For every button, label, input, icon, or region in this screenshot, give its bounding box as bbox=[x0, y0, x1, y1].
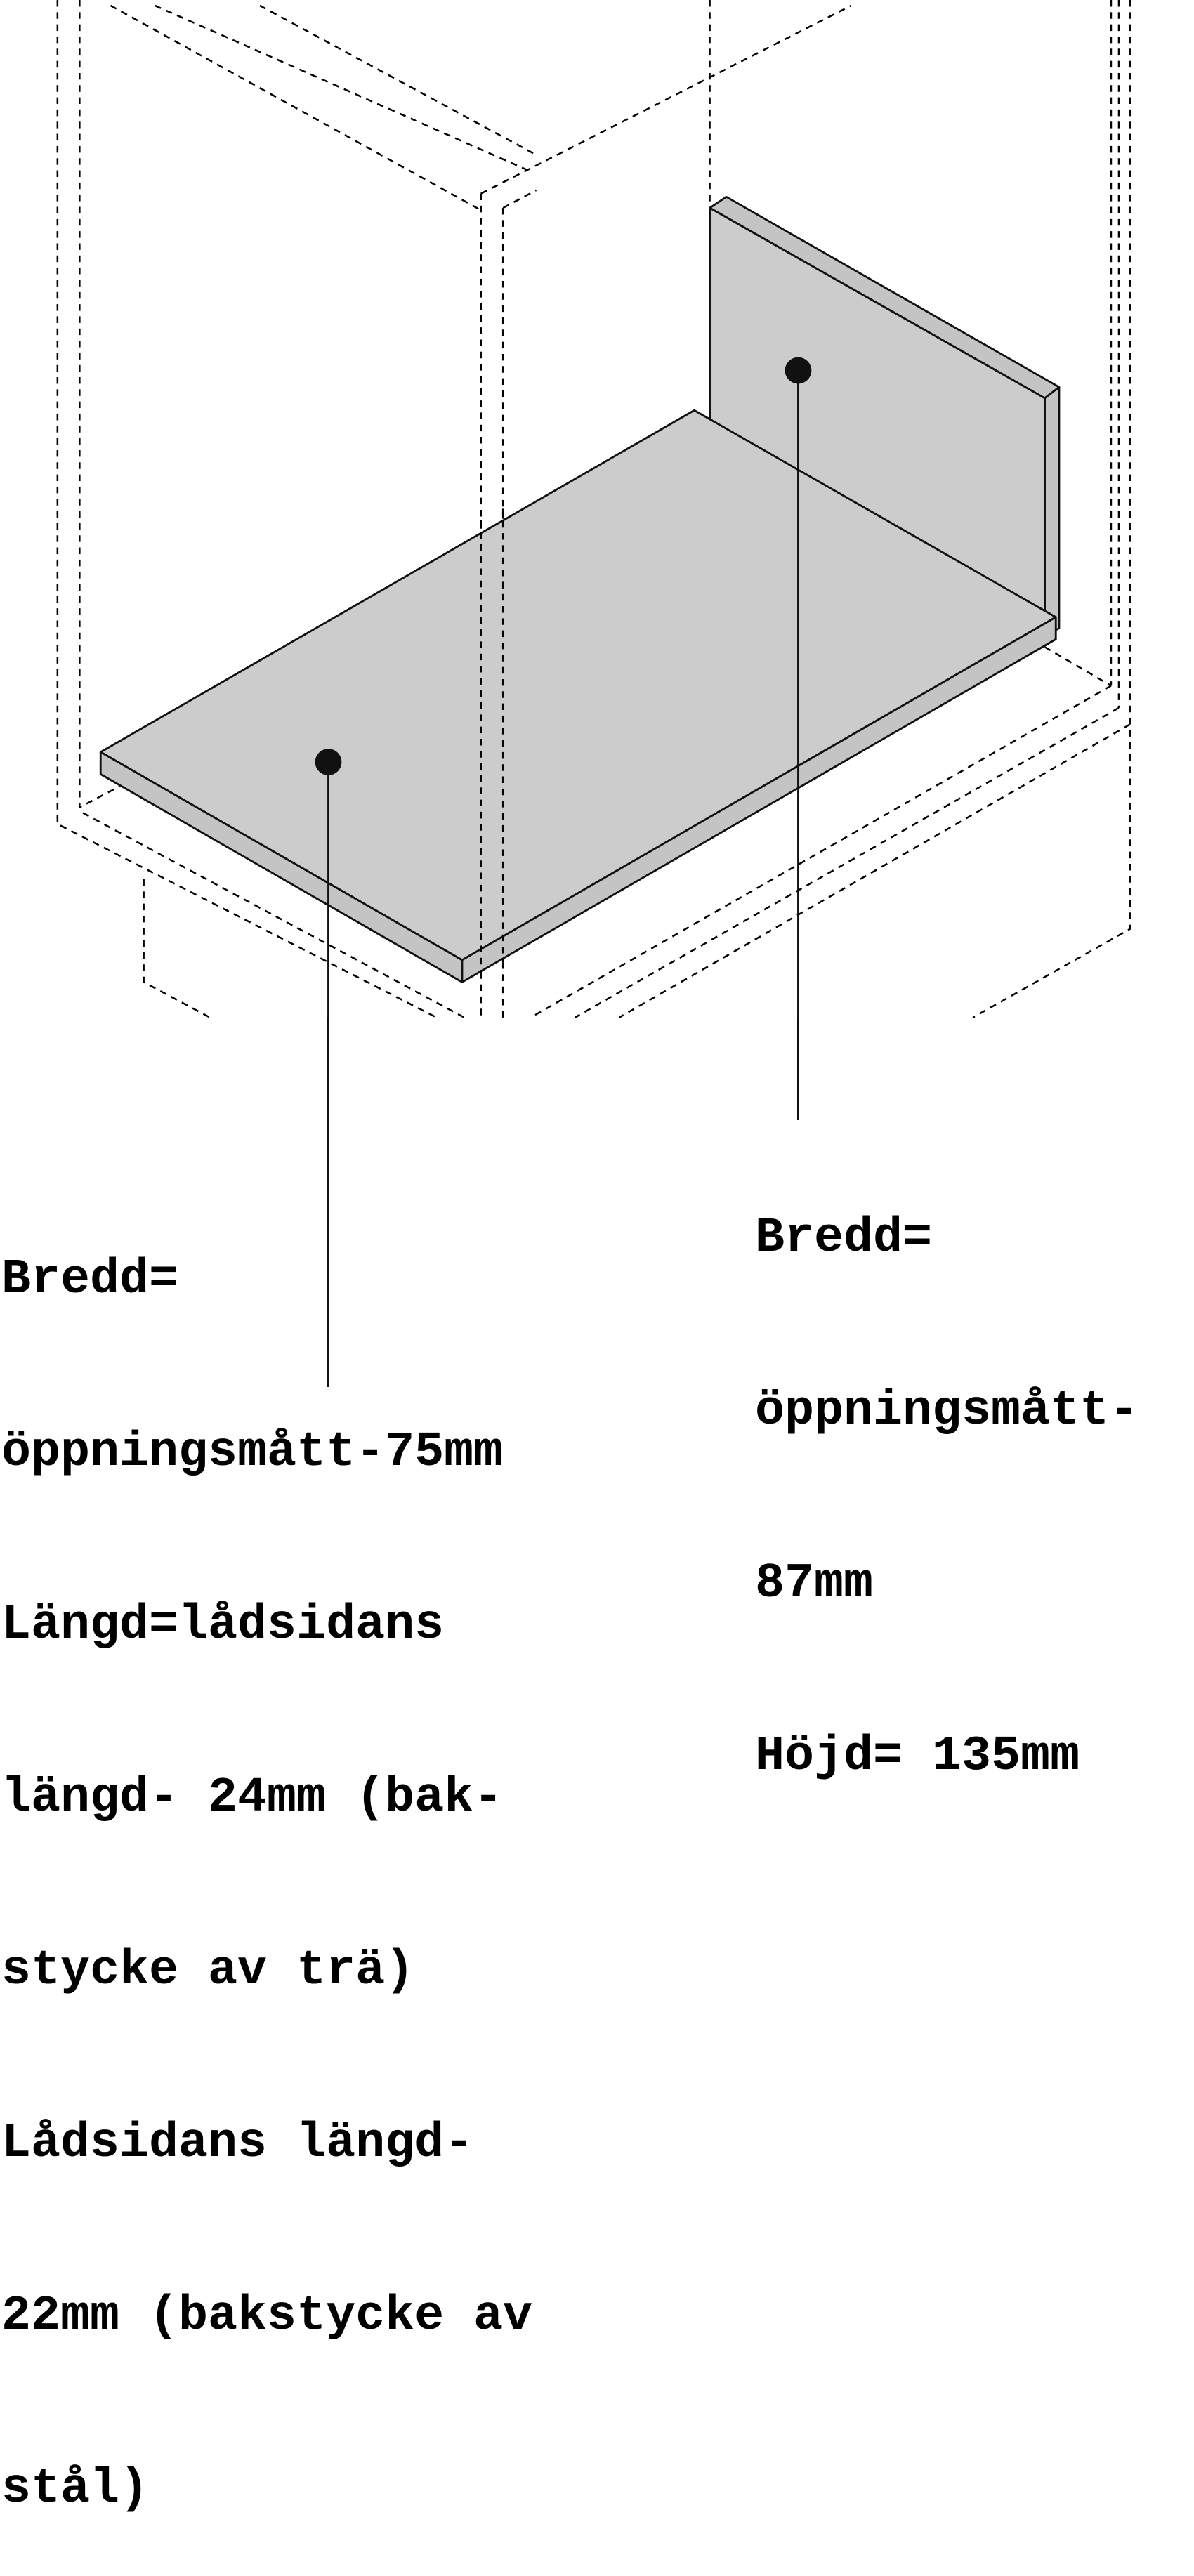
label-line: öppningsmått- bbox=[755, 1384, 1139, 1439]
label-line: Bredd= bbox=[1, 1252, 179, 1308]
leader-back-panel bbox=[785, 357, 812, 1020]
back-panel bbox=[709, 195, 1061, 637]
label-line: längd- 24mm (bak- bbox=[1, 1770, 504, 1826]
back-panel-dimensions: Bredd= öppningsmått- 87mm Höjd= 135mm bbox=[755, 1095, 1139, 1844]
label-line: 87mm bbox=[755, 1556, 874, 1612]
label-line: öppningsmått-75mm bbox=[1, 1425, 504, 1480]
label-line: 22mm (bakstycke av bbox=[1, 2289, 533, 2344]
bottom-plate bbox=[99, 409, 1057, 983]
leader-bottom-plate bbox=[315, 749, 342, 1020]
label-line: stycke av trä) bbox=[1, 1943, 415, 1999]
marker-dot-bottom-plate bbox=[315, 749, 342, 775]
label-line: Längd=lådsidans bbox=[1, 1598, 445, 1653]
label-line: stål) bbox=[1, 2462, 150, 2517]
label-line: Bredd= bbox=[755, 1211, 933, 1266]
label-line: Höjd= 135mm bbox=[755, 1729, 1080, 1785]
bottom-plate-dimensions: Bredd= öppningsmått-75mm Längd=lådsidans… bbox=[1, 1136, 532, 2576]
drawer-diagram bbox=[56, 0, 1131, 1020]
label-line: Lådsidans längd- bbox=[1, 2116, 474, 2171]
marker-dot-back-panel bbox=[785, 357, 812, 384]
leader-lines-lower bbox=[327, 1018, 799, 1387]
